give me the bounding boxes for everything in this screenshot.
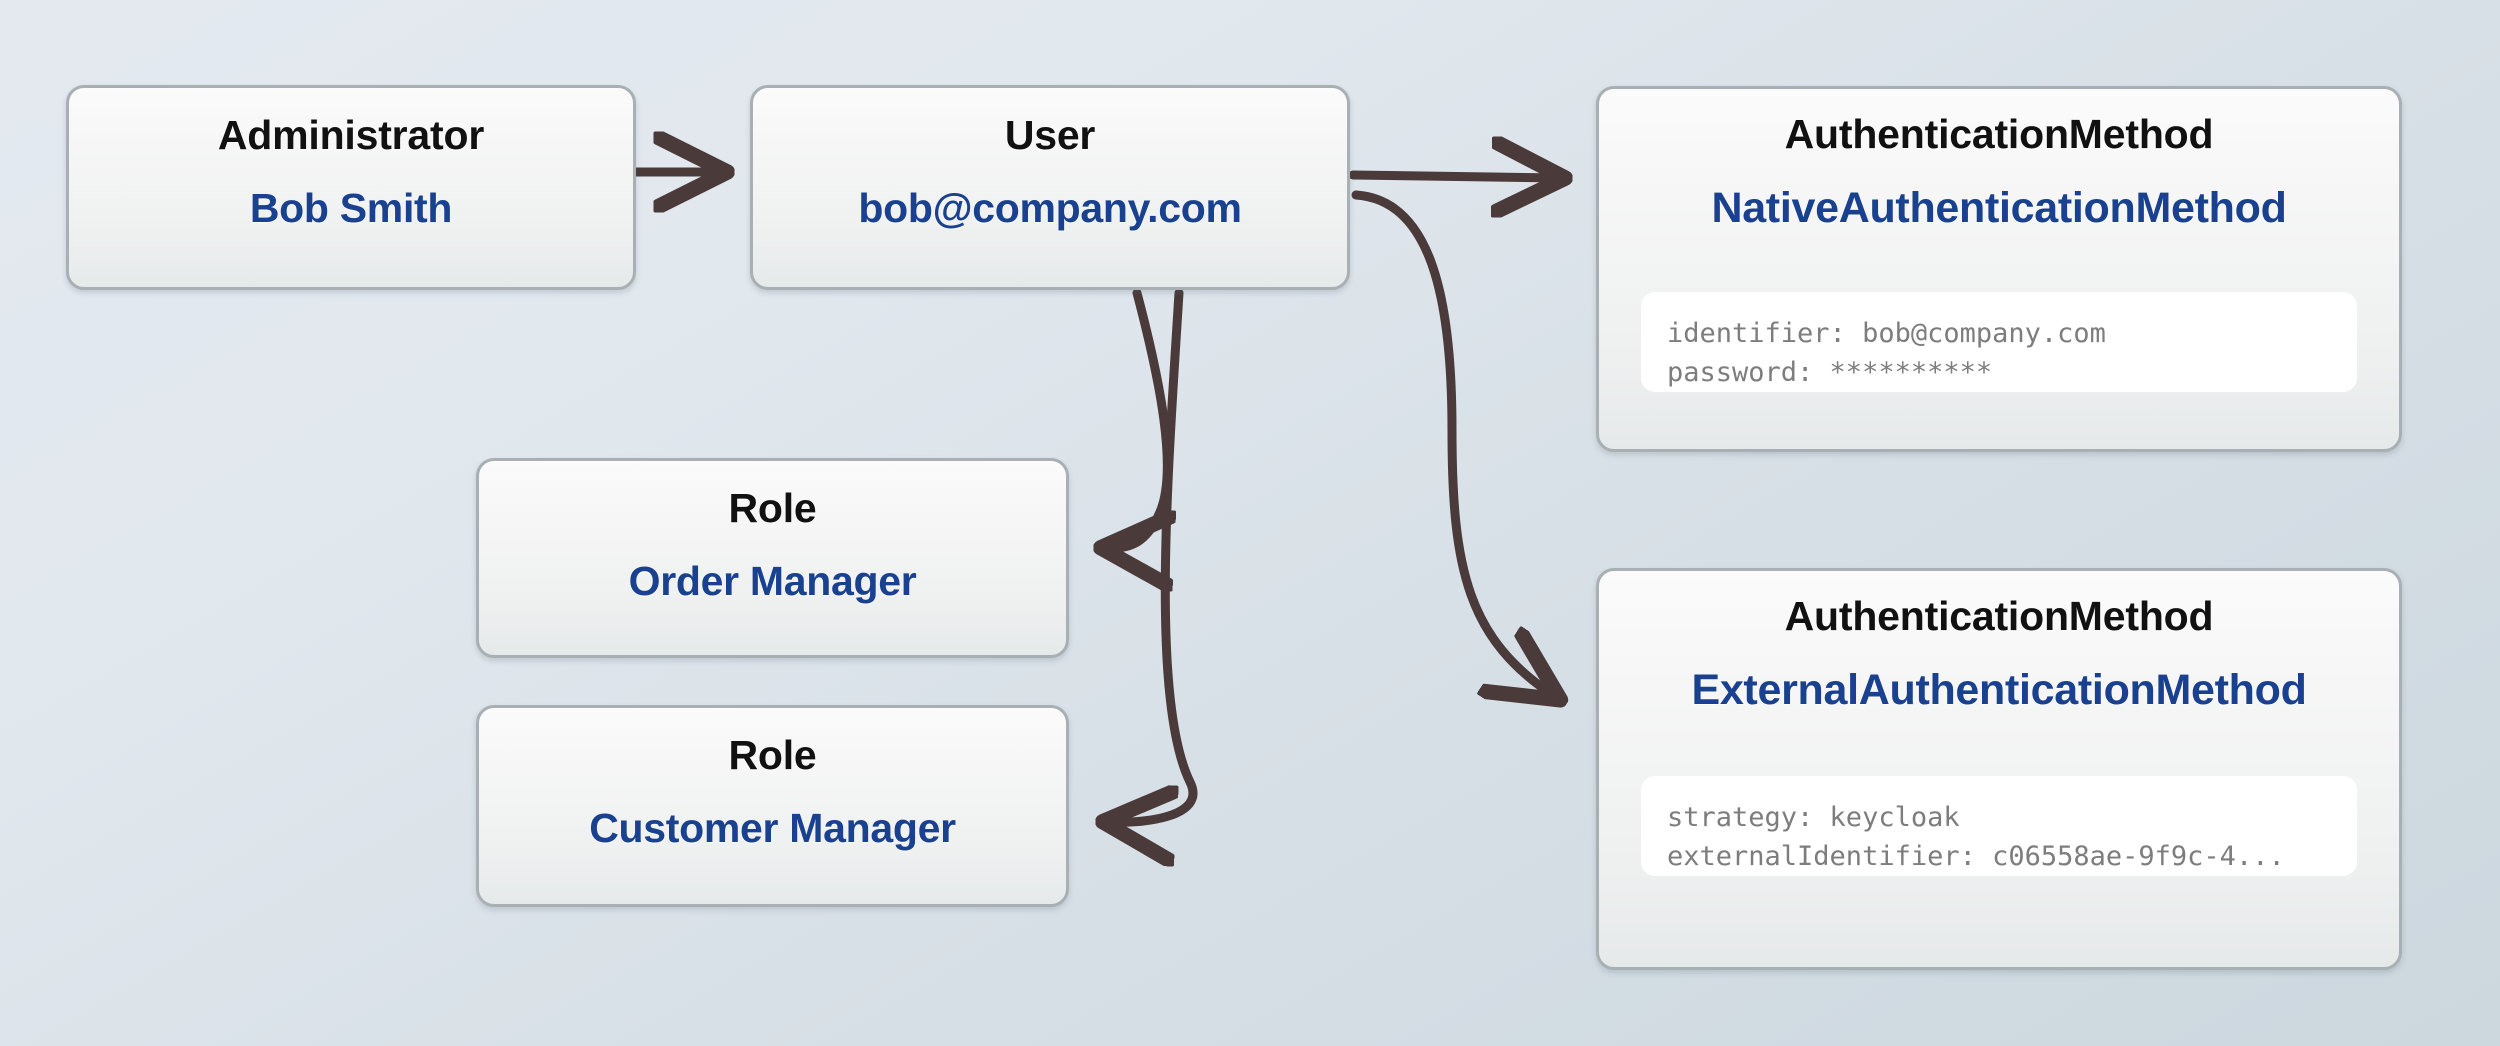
edge-user-to-role-order-manager [1106,288,1167,548]
node-native-auth-detail-line: password: ********** [1667,357,1993,389]
node-role-order-manager[interactable]: Role Order Manager [476,458,1069,658]
node-administrator[interactable]: Administrator Bob Smith [66,85,636,290]
node-role-customer-manager-subtitle: Customer Manager [589,805,956,851]
node-role-customer-manager[interactable]: Role Customer Manager [476,705,1069,907]
node-external-auth-title: AuthenticationMethod [1784,593,2214,639]
node-administrator-subtitle: Bob Smith [249,185,453,231]
node-native-auth[interactable]: AuthenticationMethod NativeAuthenticatio… [1596,86,2402,452]
node-administrator-title: Administrator [217,112,485,158]
edge-user-to-native-auth [1348,175,1560,178]
node-native-auth-subtitle: NativeAuthenticationMethod [1711,184,2287,232]
edge-user-to-external-auth [1351,190,1556,697]
node-external-auth-detail-line: strategy: keycloak [1667,802,1960,833]
node-native-auth-detail-panel: identifier: bob@company.com password: **… [1641,292,2357,392]
node-user-title: User [1004,112,1096,158]
node-user[interactable]: User bob@company.com [750,85,1350,290]
node-role-order-manager-title: Role [728,485,817,531]
node-user-subtitle: bob@company.com [858,185,1242,231]
node-external-auth-detail-panel: strategy: keycloak externalIdentifier: c… [1641,776,2357,876]
node-external-auth-detail-line: externalIdentifier: c06558ae-9f9c-4... [1667,841,2285,873]
node-external-auth[interactable]: AuthenticationMethod ExternalAuthenticat… [1596,568,2402,970]
node-native-auth-title: AuthenticationMethod [1784,111,2214,157]
node-role-customer-manager-title: Role [728,732,817,778]
node-native-auth-detail-line: identifier: bob@company.com [1667,318,2106,349]
node-external-auth-subtitle: ExternalAuthenticationMethod [1691,666,2307,714]
edge-user-to-role-customer-manager [1108,288,1198,822]
node-role-order-manager-subtitle: Order Manager [628,558,917,604]
